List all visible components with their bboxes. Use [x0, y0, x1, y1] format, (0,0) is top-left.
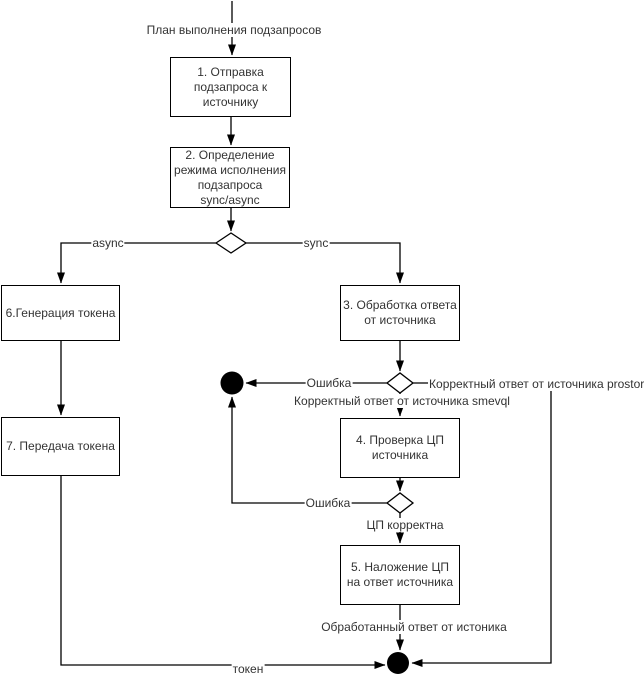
- error-end-node: [220, 371, 244, 395]
- smevql-edge-label: Корректный ответ от источника smevql: [293, 394, 511, 408]
- step2-box: 2. Определение режима исполнения подзапр…: [170, 147, 290, 208]
- cp-valid-edge-label: ЦП корректна: [365, 518, 445, 532]
- edge-sync: [246, 242, 404, 284]
- final-merge-node: [387, 652, 409, 674]
- start-edge-label: План выполнения подзапросов: [145, 23, 323, 37]
- token-edge-label: токен: [231, 662, 265, 676]
- step7-box: 7. Передача токена: [1, 417, 120, 476]
- step3-box: 3. Обработка ответа от источника: [340, 285, 460, 341]
- step6-box: 6.Генерация токена: [1, 285, 120, 341]
- processed-response-edge-label: Обработанный ответ от истоника: [320, 620, 508, 634]
- error-1-edge-label: Ошибка: [305, 376, 353, 390]
- decision-sync-async-diamond: [214, 232, 248, 254]
- decision-cp-check-diamond: [385, 492, 415, 514]
- error-2-edge-label: Ошибка: [304, 496, 352, 510]
- sync-edge-label: sync: [302, 236, 330, 250]
- step1-box: 1. Отправка подзапроса к источнику: [170, 57, 291, 117]
- prostore-edge-label: Корректный ответ от источника prostore: [428, 377, 644, 391]
- decision-response-check-diamond: [385, 372, 415, 394]
- edge-async: [57, 242, 216, 284]
- step4-box: 4. Проверка ЦП источника: [340, 418, 460, 478]
- step5-box: 5. Наложение ЦП на ответ источника: [340, 545, 460, 605]
- edge-token: [60, 476, 386, 669]
- async-edge-label: async: [91, 236, 125, 250]
